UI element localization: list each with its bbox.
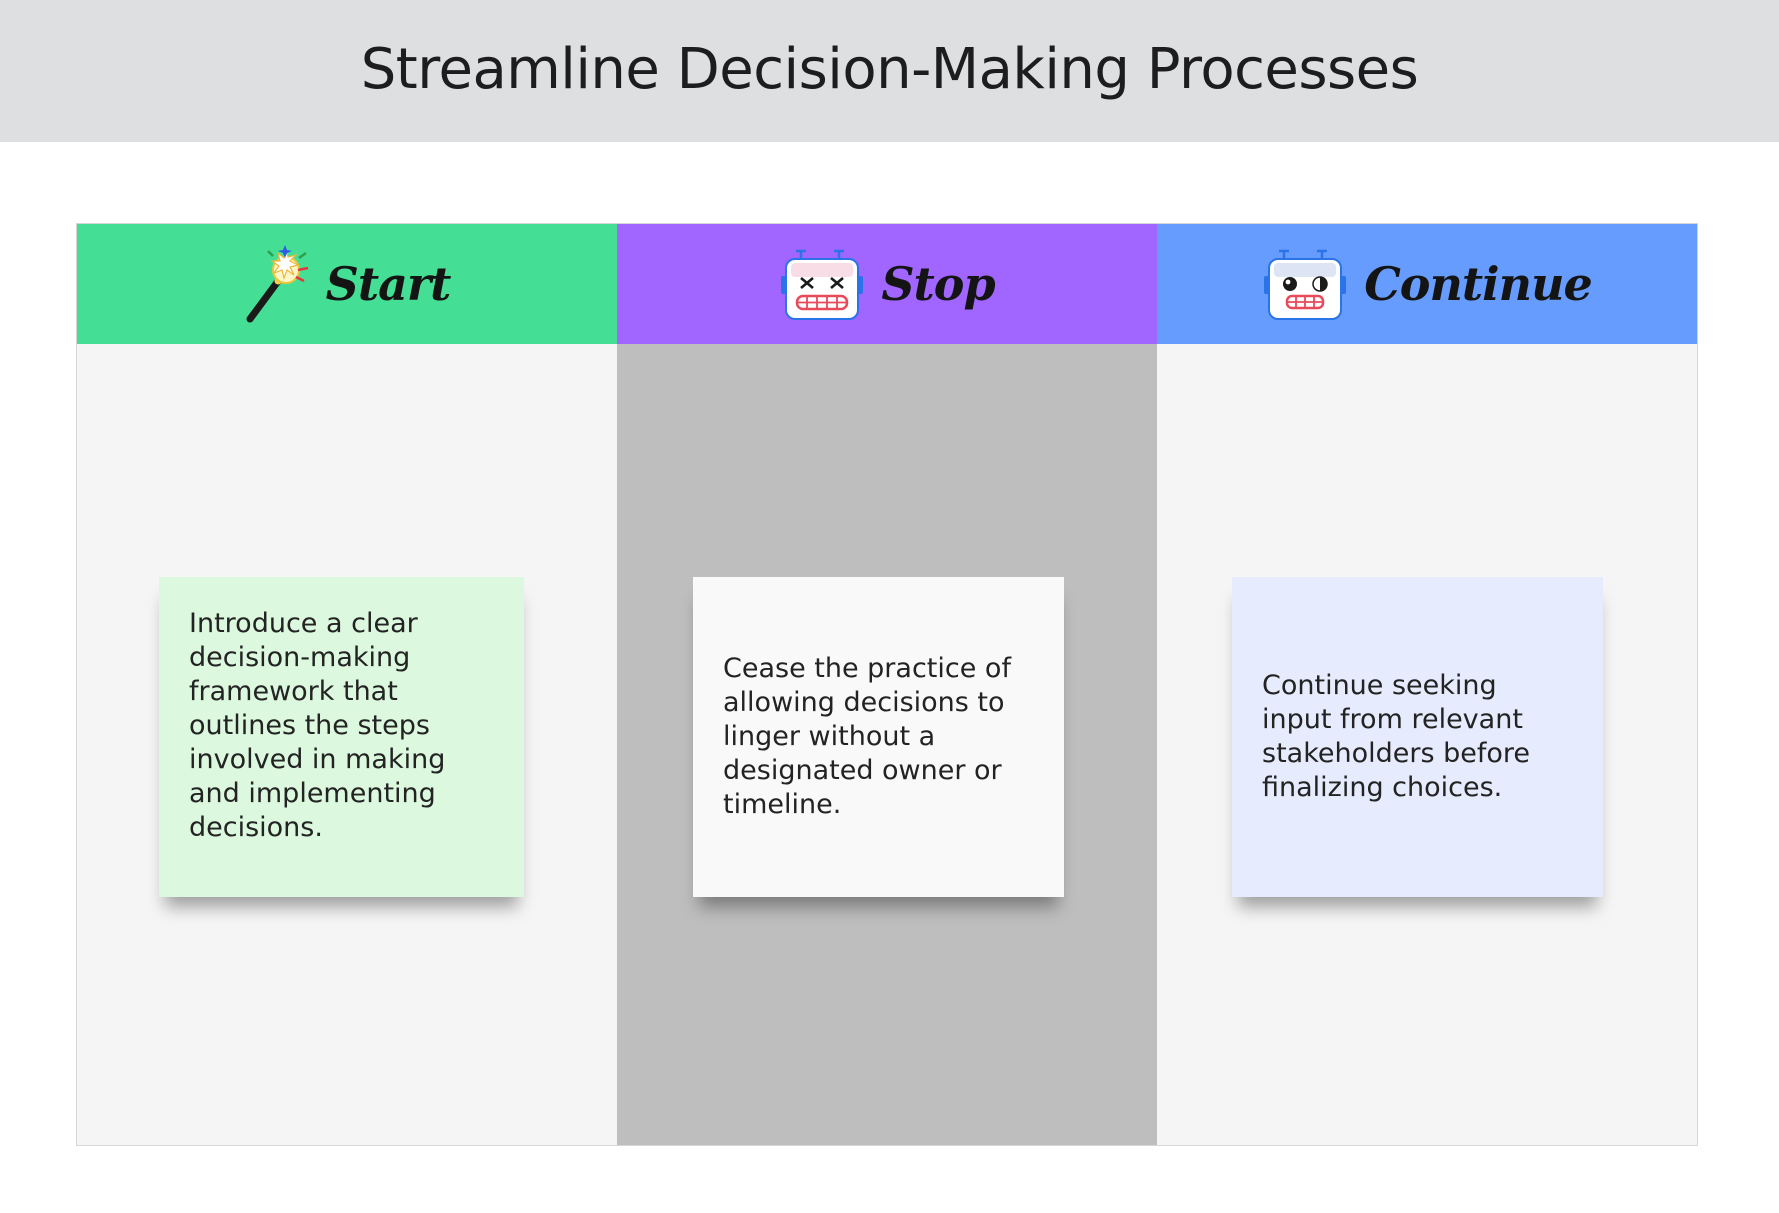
- sticky-note-text: Continue seeking input from relevant sta…: [1262, 670, 1531, 803]
- sticky-note-continue[interactable]: Continue seeking input from relevant sta…: [1232, 577, 1603, 897]
- column-stop: Stop Cease the practice of allowing deci…: [617, 224, 1157, 1145]
- sticky-note-text: Cease the practice of allowing decisions…: [723, 653, 1011, 820]
- robot-happy-icon: [1262, 246, 1348, 322]
- column-start: Start Introduce a clear decision-making …: [77, 224, 617, 1145]
- column-title-continue: Continue: [1364, 257, 1593, 311]
- magic-wand-icon: [244, 243, 310, 325]
- column-title-stop: Stop: [881, 257, 995, 311]
- sticky-note-text: Introduce a clear decision-making framew…: [189, 608, 446, 843]
- column-continue: Continue Continue seeking input from rel…: [1157, 224, 1697, 1145]
- column-body-continue: Continue seeking input from relevant sta…: [1157, 344, 1697, 1145]
- column-title-start: Start: [325, 257, 452, 311]
- retro-board: Start Introduce a clear decision-making …: [76, 223, 1698, 1146]
- column-header-continue: Continue: [1157, 224, 1697, 344]
- column-header-stop: Stop: [617, 224, 1157, 344]
- column-header-start: Start: [77, 224, 617, 344]
- header-bar: Streamline Decision-Making Processes: [0, 0, 1779, 142]
- sticky-note-stop[interactable]: Cease the practice of allowing decisions…: [693, 577, 1064, 897]
- robot-dizzy-icon: [779, 246, 865, 322]
- page-title: Streamline Decision-Making Processes: [360, 36, 1419, 102]
- column-body-stop: Cease the practice of allowing decisions…: [617, 344, 1157, 1145]
- sticky-note-start[interactable]: Introduce a clear decision-making framew…: [159, 577, 524, 897]
- column-body-start: Introduce a clear decision-making framew…: [77, 344, 617, 1145]
